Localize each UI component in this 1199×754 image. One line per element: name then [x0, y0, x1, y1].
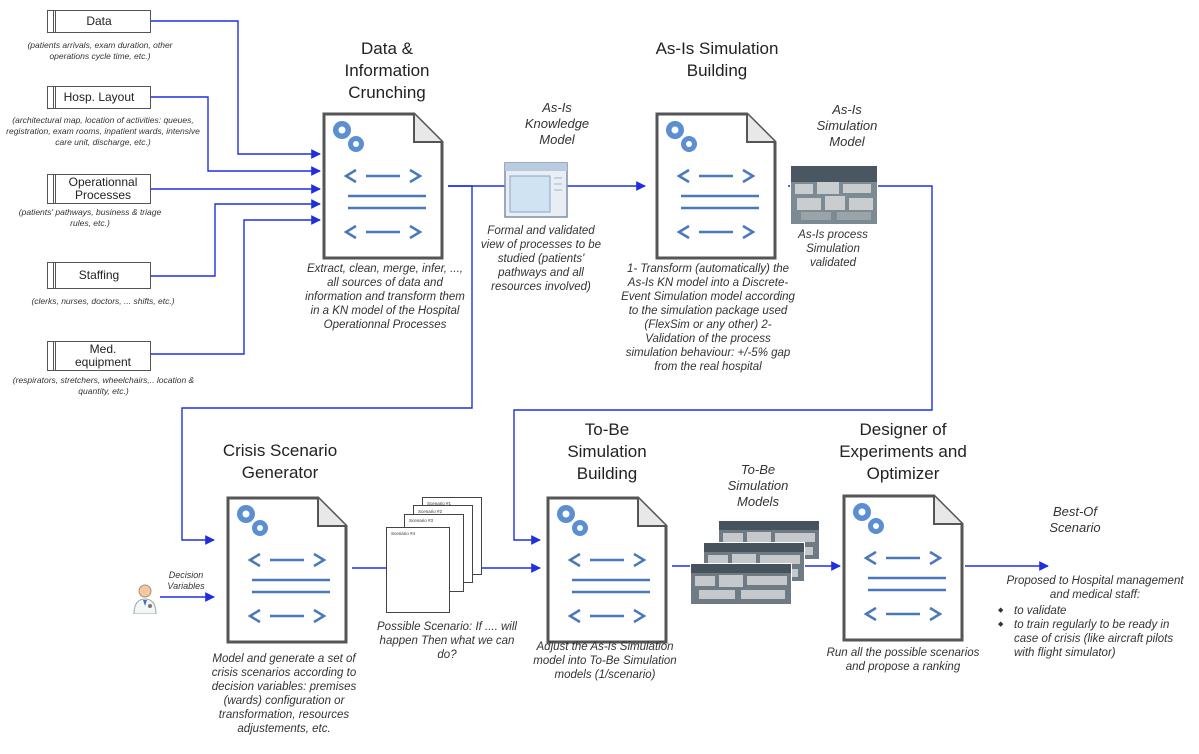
input-equipment: Med. equipment: [47, 341, 151, 371]
input-note: (clerks, nurses, doctors, ... shifts, et…: [31, 296, 175, 306]
crunching-caption: Extract, clean, merge, infer, ..., all s…: [305, 263, 465, 331]
input-label: Staffing: [78, 268, 120, 282]
input-label: Hosp. Layout: [63, 90, 135, 104]
input-layout: Hosp. Layout: [47, 86, 151, 109]
arrow-data: [151, 20, 321, 159]
arrow-layout: [151, 96, 321, 176]
input-staffing: Staffing: [47, 262, 151, 289]
designer-title: Designer of Experiments and Optimizer: [839, 420, 967, 483]
asis-sim-model-caption: As-Is process Simulation validated: [798, 229, 868, 269]
arrow-staffing: [151, 199, 321, 277]
decision-label: Decision Variables: [167, 570, 205, 591]
crunching-document-icon: [322, 112, 444, 260]
tobe-models-label: To-Be Simulation Models: [727, 462, 789, 509]
best-of-intro: Proposed to Hospital management and medi…: [1006, 575, 1184, 601]
tobe-building-title: To-Be Simulation Building: [567, 420, 647, 483]
kn-model-label: As-Is Knowledge Model: [524, 100, 590, 147]
input-label: Data: [86, 14, 112, 28]
kn-model-window-icon: [504, 162, 568, 218]
input-note: (patients arrivals, exam duration, other…: [27, 40, 173, 61]
crisis-document-icon: [226, 496, 348, 644]
asis-building-caption: 1- Transform (automatically) the As-Is K…: [621, 263, 795, 373]
best-of-label: Best-Of Scenario: [1049, 504, 1101, 535]
scenario-sheet: Scenario #4: [386, 527, 450, 613]
asis-building-title: As-Is Simulation Building: [655, 39, 779, 80]
designer-document-icon: [842, 494, 964, 642]
best-of-bullet: to train regularly to be ready in case o…: [992, 618, 1196, 660]
input-processes: Operationnal Processes: [47, 174, 151, 204]
doctor-icon: [133, 584, 157, 614]
asis-sim-model-label: As-Is Simulation Model: [816, 102, 878, 149]
tobe-building-document-icon: [546, 496, 668, 644]
kn-model-caption: Formal and validated view of processes t…: [480, 225, 602, 293]
crisis-title: Crisis Scenario Generator: [222, 441, 338, 482]
best-of-bullet: to validate: [992, 604, 1196, 618]
arrow-to-crisis: [181, 185, 473, 545]
input-label: Med. equipment: [74, 342, 132, 369]
arrow-equipment: [151, 215, 321, 355]
crisis-caption: Model and generate a set of crisis scena…: [211, 653, 357, 735]
input-note: (architectural map, location of activiti…: [6, 115, 200, 147]
best-of-bullets: to validate to train regularly to be rea…: [992, 604, 1196, 660]
asis-building-document-icon: [655, 112, 777, 260]
crunching-title: Data & Information Crunching: [344, 39, 430, 102]
input-note: (respirators, stretchers, wheelchairs,..…: [12, 375, 195, 396]
input-label: Operationnal Processes: [68, 175, 138, 202]
asis-sim-model-image: [790, 165, 878, 225]
arrow-asis-to-tobe: [513, 185, 933, 545]
tobe-building-caption: Adjust the As-Is Simulation model into T…: [533, 641, 677, 681]
tobe-model-image: [690, 563, 792, 605]
input-note: (patients' pathways, business & triage r…: [18, 207, 162, 228]
designer-caption: Run all the possible scenarios and propo…: [826, 647, 980, 673]
scenarios-caption: Possible Scenario: If .... will happen T…: [377, 621, 517, 661]
input-data: Data: [47, 10, 151, 33]
